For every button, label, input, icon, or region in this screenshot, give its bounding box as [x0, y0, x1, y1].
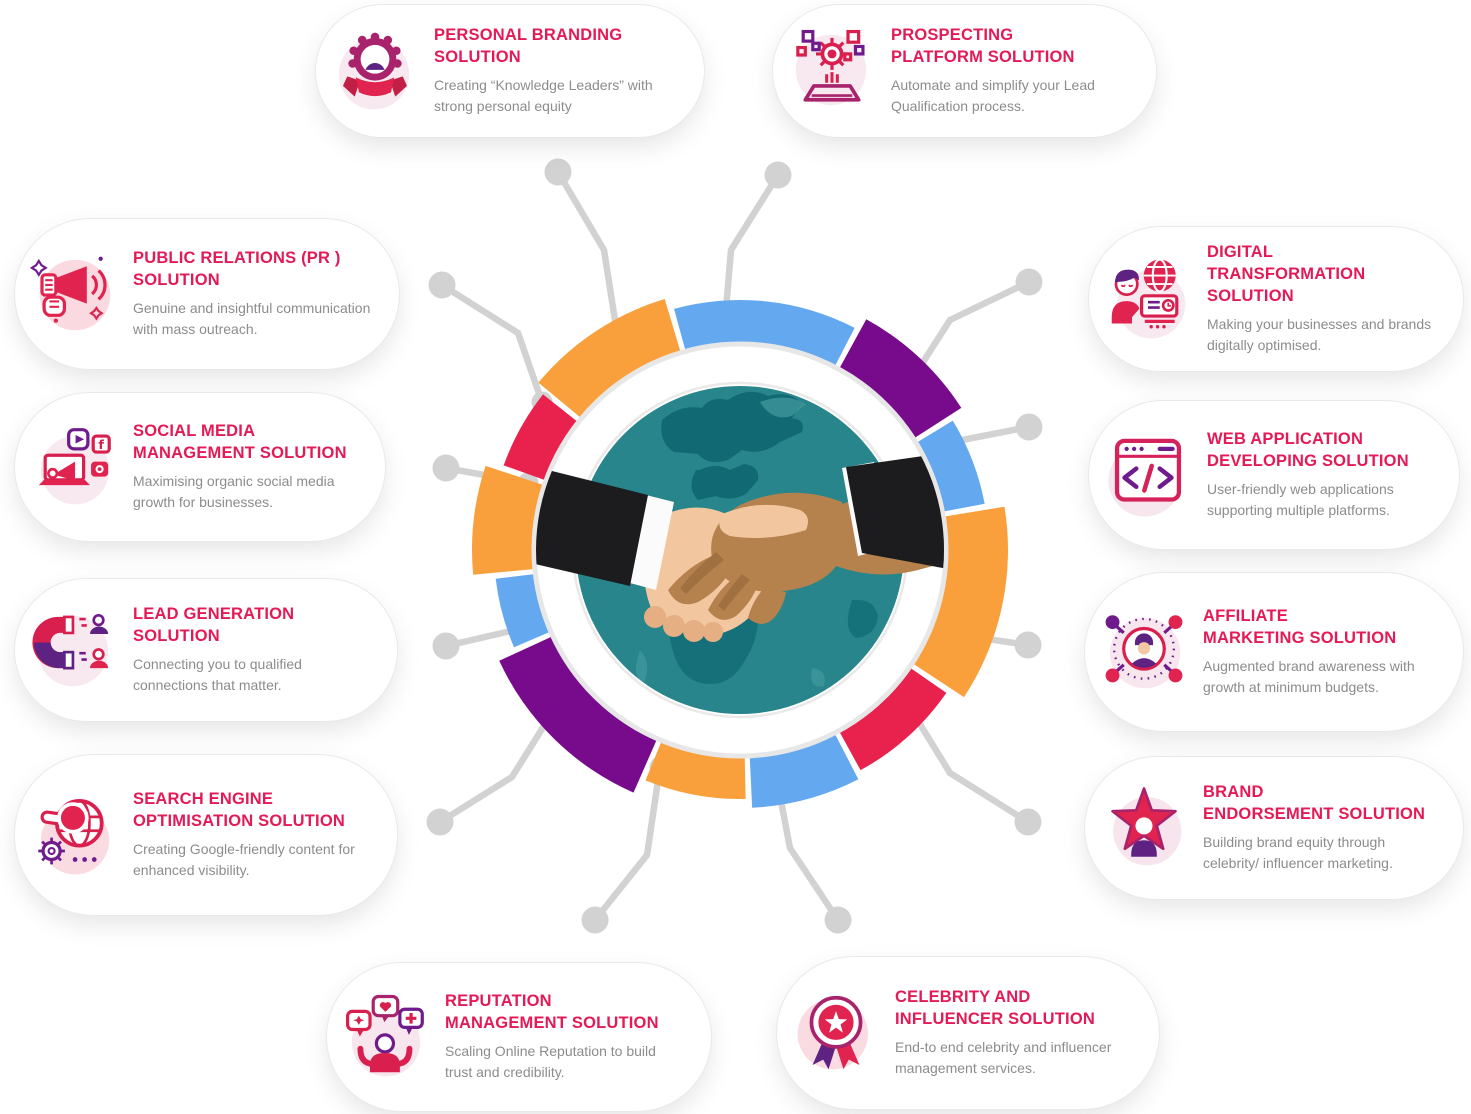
- star-person-icon: [1085, 780, 1203, 876]
- ring-segment: [749, 733, 859, 808]
- affiliate-network-icon: [1085, 604, 1203, 700]
- review-bubbles-icon: [327, 989, 445, 1085]
- connector-card-dot: [824, 906, 852, 934]
- card-description: Creating “Knowledge Leaders” with strong…: [434, 76, 653, 114]
- card-description: User-friendly web applications supportin…: [1207, 480, 1394, 518]
- ring-segment: [538, 299, 681, 419]
- connector-card-dot: [432, 632, 460, 660]
- medal-star-icon: [777, 985, 895, 1081]
- card-description: Scaling Online Reputation to build trust…: [445, 1042, 656, 1080]
- megaphone-icon: [15, 246, 133, 342]
- solution-card-pr: PUBLIC RELATIONS (PR )SOLUTION Genuine an…: [14, 218, 400, 370]
- connector-card-dot: [1015, 268, 1043, 296]
- connector-card-dot: [581, 906, 609, 934]
- handshake: [536, 448, 944, 642]
- ring-segment: [916, 420, 985, 512]
- connector-card-dot: [1014, 631, 1042, 659]
- card-description: Maximising organic social media growth f…: [133, 472, 335, 510]
- prospecting-platform-icon: [773, 23, 891, 119]
- card-description: Augmented brand awareness with growth at…: [1203, 657, 1415, 695]
- search-globe-icon: [15, 787, 133, 883]
- ring-segment: [838, 319, 962, 439]
- social-media-icon: f: [15, 419, 133, 515]
- code-window-icon: [1089, 427, 1207, 523]
- digital-transformation-icon: [1089, 251, 1207, 347]
- connector-pr: [428, 271, 553, 413]
- card-description: Connecting you to qualified connections …: [133, 655, 302, 693]
- svg-text:f: f: [98, 438, 104, 453]
- personal-branding-badge-icon: [316, 23, 434, 119]
- card-description: Genuine and insightful communication wit…: [133, 299, 371, 337]
- card-description: Creating Google-friendly content for enh…: [133, 840, 355, 878]
- ring-segment: [503, 394, 579, 481]
- ring-segment: [912, 506, 1008, 698]
- ring-segments: [472, 299, 1008, 808]
- ring-segment: [674, 300, 855, 367]
- card-description: Building brand equity through celebrity/…: [1203, 833, 1393, 871]
- card-title: PUBLIC RELATIONS (PR )SOLUTION: [133, 249, 341, 289]
- connector-card-dot: [428, 271, 456, 299]
- connector-card-dot: [426, 808, 454, 836]
- connector-card-dot: [764, 161, 792, 189]
- connector-personal-branding: [544, 158, 628, 344]
- ring-segment: [472, 465, 545, 575]
- magnet-icon: [15, 602, 133, 698]
- connector-card-dot: [544, 158, 572, 186]
- card-description: End-to end celebrity and influencer mana…: [895, 1038, 1112, 1076]
- connector-card-dot: [1015, 413, 1043, 441]
- ring-segment: [838, 667, 947, 771]
- connector-card-dot: [432, 454, 460, 482]
- connector-card-dot: [1014, 808, 1042, 836]
- card-description: Making your businesses and brands digita…: [1207, 315, 1432, 353]
- globe-handshake-illustration: [531, 341, 949, 759]
- ring-segment: [499, 636, 658, 793]
- card-description: Automate and simplify your Lead Qualific…: [891, 76, 1095, 114]
